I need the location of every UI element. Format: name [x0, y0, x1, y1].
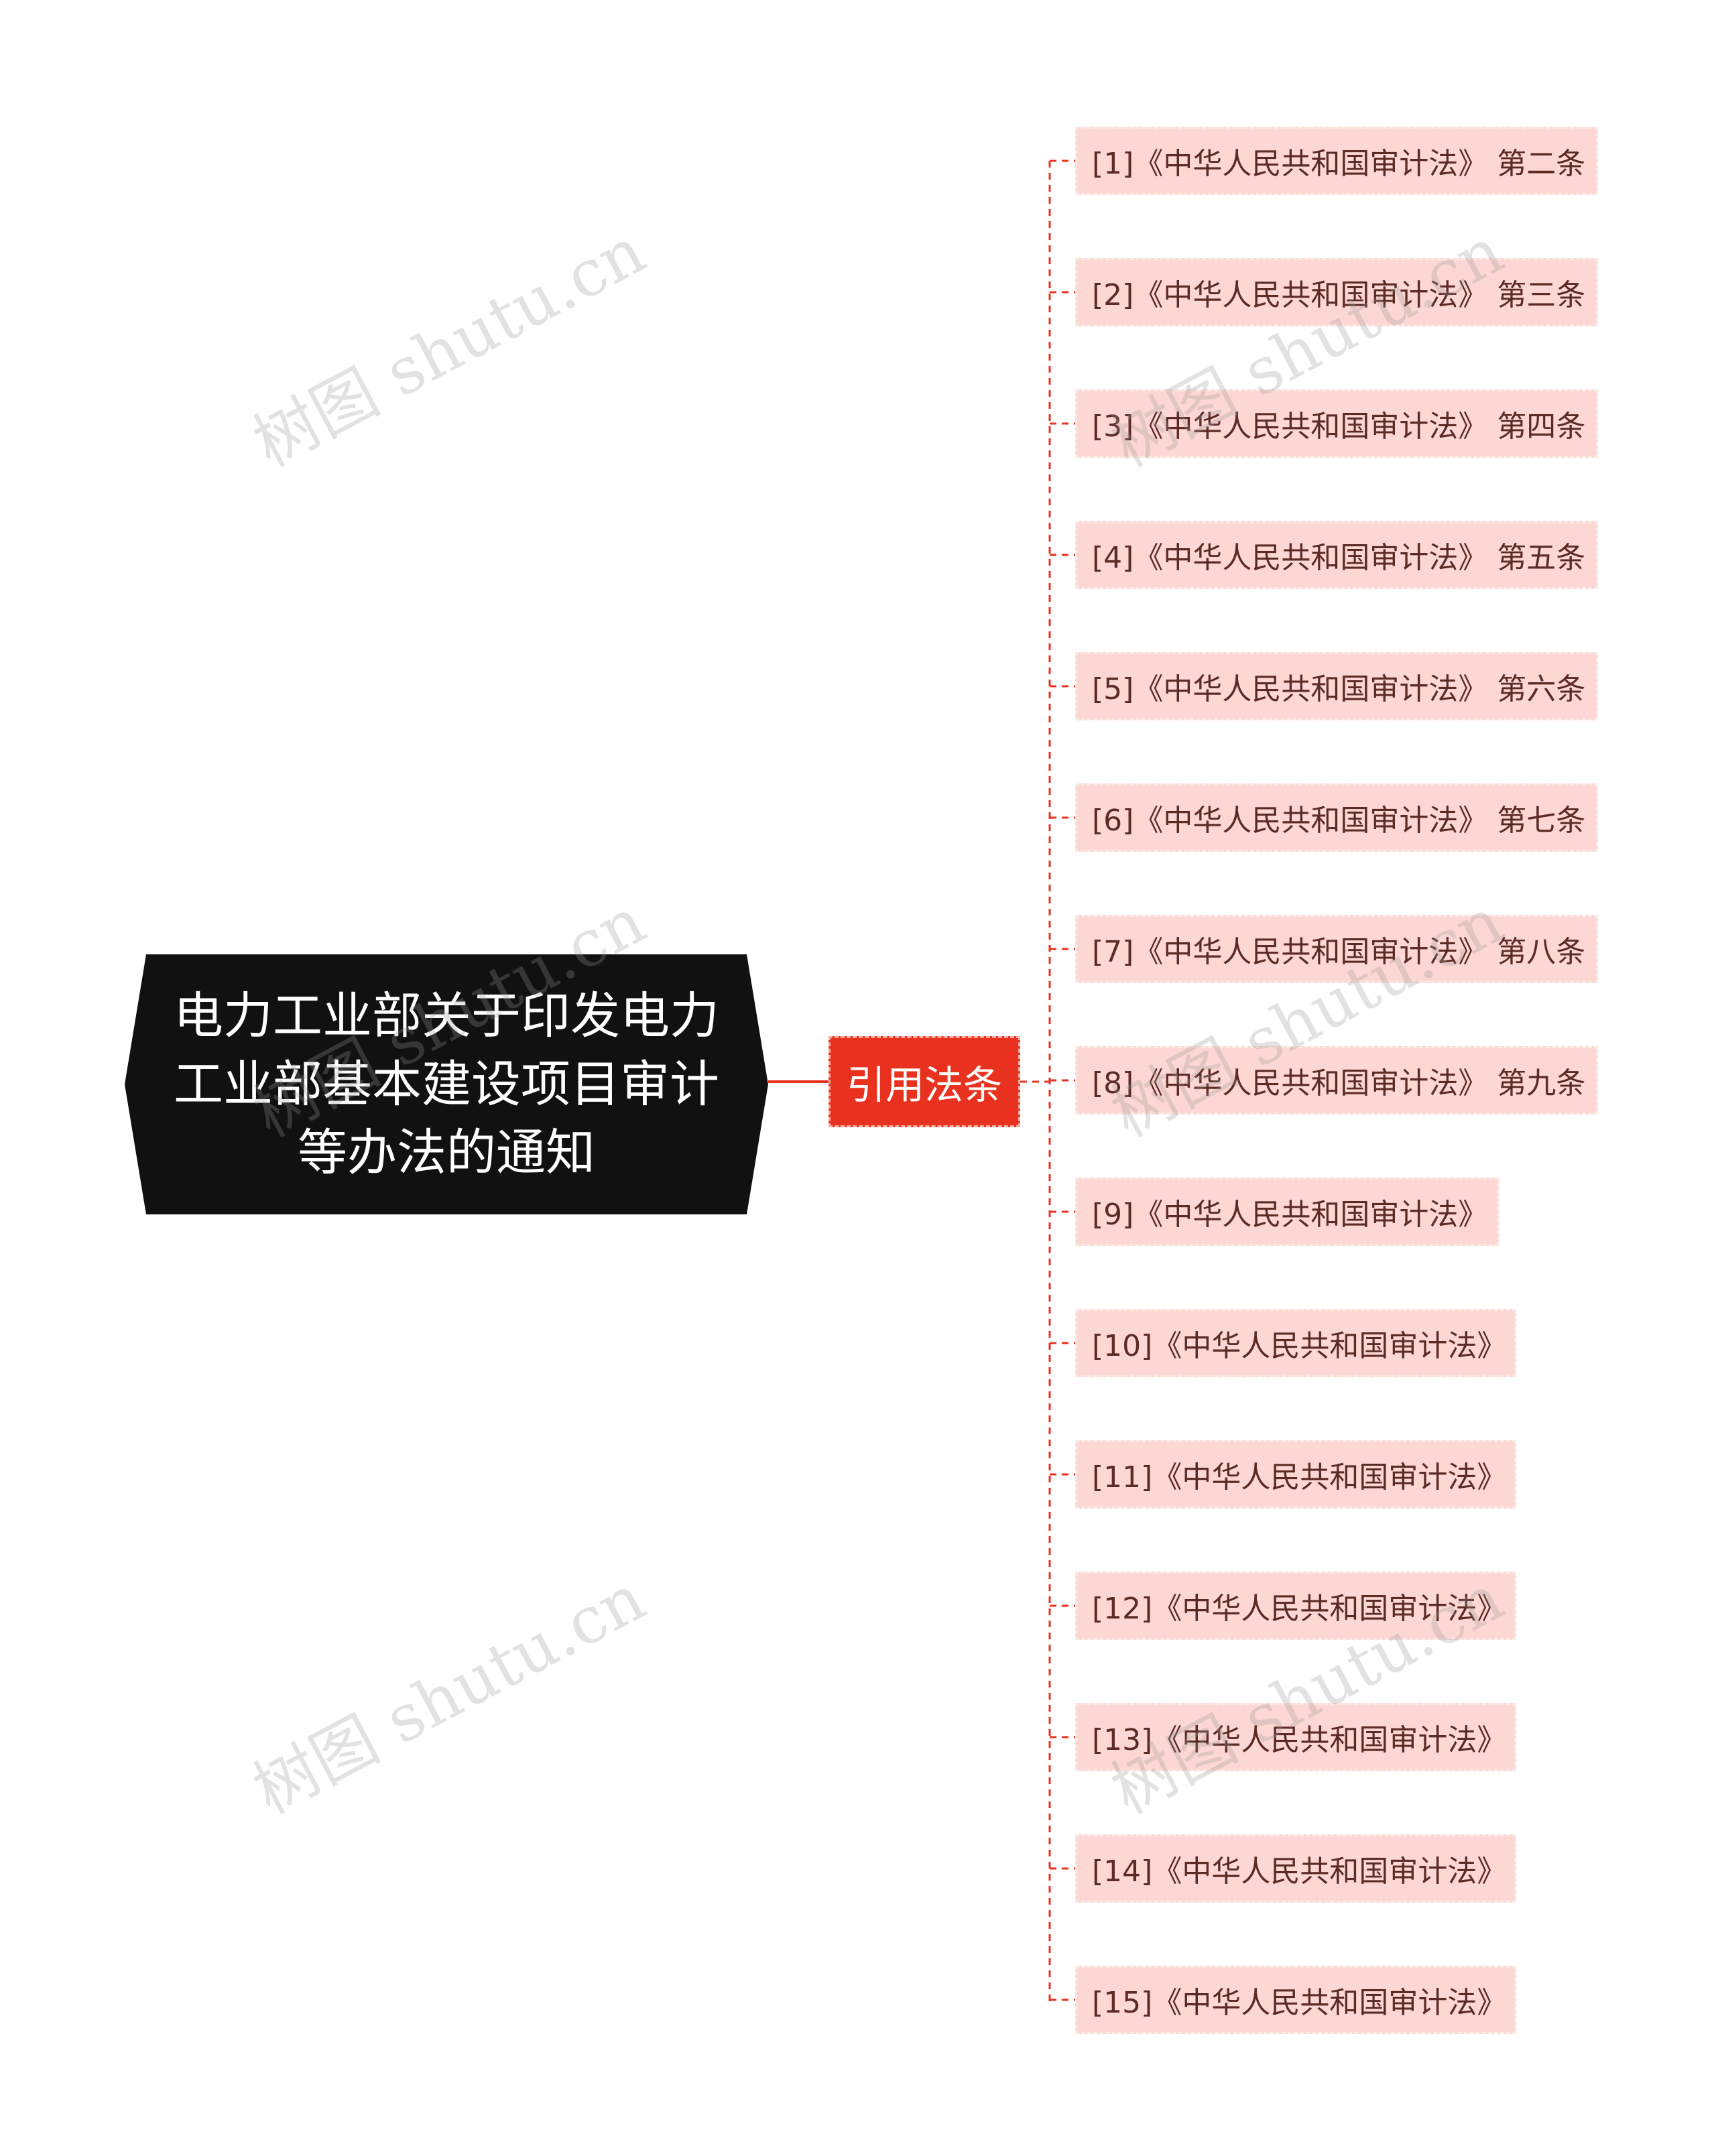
leaf-node-10[interactable]: [10]《中华人民共和国审计法》	[1075, 1309, 1516, 1377]
root-title-line-1: 电力工业部关于印发电力	[174, 987, 719, 1045]
root-title-line-2: 工业部基本建设项目审计	[174, 1056, 719, 1113]
leaf-label: [14]《中华人民共和国审计法》	[1092, 1854, 1507, 1889]
leaf-node-8[interactable]: [8]《中华人民共和国审计法》 第九条	[1075, 1046, 1598, 1115]
leaf-node-6[interactable]: [6]《中华人民共和国审计法》 第七条	[1075, 783, 1598, 852]
leaf-label: [9]《中华人民共和国审计法》	[1092, 1198, 1488, 1232]
leaf-node-3[interactable]: [3]《中华人民共和国审计法》 第四条	[1075, 389, 1598, 458]
leaf-node-9[interactable]: [9]《中华人民共和国审计法》	[1075, 1178, 1499, 1246]
leaf-label: [7]《中华人民共和国审计法》 第八条	[1092, 935, 1586, 969]
branch-node-label: 引用法条	[846, 1062, 1002, 1108]
leaf-label: [10]《中华人民共和国审计法》	[1092, 1329, 1507, 1363]
root-node[interactable]: 电力工业部关于印发电力 工业部基本建设项目审计 等办法的通知	[125, 954, 768, 1214]
branch-node-citations[interactable]: 引用法条	[829, 1036, 1020, 1127]
leaf-node-11[interactable]: [11]《中华人民共和国审计法》	[1075, 1440, 1516, 1509]
leaf-label: [6]《中华人民共和国审计法》 第七条	[1092, 804, 1586, 838]
leaf-node-12[interactable]: [12]《中华人民共和国审计法》	[1075, 1572, 1516, 1640]
leaf-label: [3]《中华人民共和国审计法》 第四条	[1092, 409, 1586, 444]
leaf-node-14[interactable]: [14]《中华人民共和国审计法》	[1075, 1834, 1516, 1903]
leaf-node-2[interactable]: [2]《中华人民共和国审计法》 第三条	[1075, 258, 1598, 326]
leaf-label: [8]《中华人民共和国审计法》 第九条	[1092, 1066, 1586, 1100]
leaf-label: [5]《中华人民共和国审计法》 第六条	[1092, 672, 1586, 706]
root-title-line-3: 等办法的通知	[298, 1124, 595, 1182]
leaf-node-15[interactable]: [15]《中华人民共和国审计法》	[1075, 1966, 1516, 2034]
leaf-node-4[interactable]: [4]《中华人民共和国审计法》 第五条	[1075, 521, 1598, 589]
leaf-label: [15]《中华人民共和国审计法》	[1092, 1986, 1507, 2020]
leaf-node-7[interactable]: [7]《中华人民共和国审计法》 第八条	[1075, 915, 1598, 983]
leaf-label: [13]《中华人民共和国审计法》	[1092, 1723, 1507, 1757]
leaf-node-13[interactable]: [13]《中华人民共和国审计法》	[1075, 1703, 1516, 1771]
leaf-node-5[interactable]: [5]《中华人民共和国审计法》 第六条	[1075, 652, 1598, 720]
leaf-label: [2]《中华人民共和国审计法》 第三条	[1092, 278, 1586, 312]
leaf-label: [11]《中华人民共和国审计法》	[1092, 1460, 1507, 1495]
leaf-label: [12]《中华人民共和国审计法》	[1092, 1592, 1507, 1626]
leaf-connector-group	[1050, 160, 1075, 2001]
leaf-label: [1]《中华人民共和国审计法》 第二条	[1092, 147, 1586, 181]
leaf-label: [4]《中华人民共和国审计法》 第五条	[1092, 541, 1586, 575]
leaf-node-1[interactable]: [1]《中华人民共和国审计法》 第二条	[1075, 127, 1598, 195]
